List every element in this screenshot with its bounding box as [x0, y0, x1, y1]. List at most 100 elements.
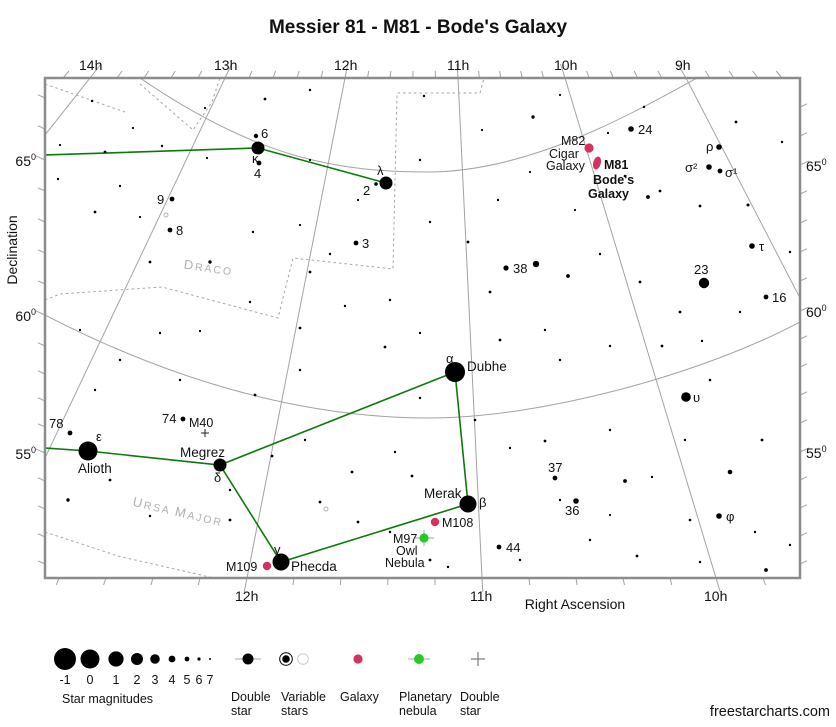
- variable-star-icon: [297, 653, 309, 665]
- field-star: [418, 158, 422, 162]
- field-star: [203, 106, 207, 110]
- star-designation-label: ρ: [706, 139, 713, 154]
- field-star: [623, 174, 627, 178]
- star: [681, 392, 691, 402]
- field-star: [228, 488, 232, 492]
- chart-border: [43, 76, 802, 580]
- star-designation-label: τ: [759, 239, 765, 254]
- ra-label-bottom: 12h: [235, 588, 258, 604]
- field-star: [788, 250, 792, 254]
- x-axis-title: Right Ascension: [525, 596, 625, 612]
- field-star: [356, 198, 360, 202]
- field-star: [727, 469, 733, 475]
- star-designation-label: 23: [694, 262, 708, 277]
- field-star: [350, 470, 354, 474]
- legend-magnitude-value: 1: [113, 673, 120, 687]
- field-star: [496, 198, 500, 202]
- tick: [35, 155, 46, 161]
- field-star: [228, 518, 232, 522]
- field-star: [388, 530, 392, 534]
- variable-star: [163, 212, 169, 218]
- field-star: [738, 310, 742, 314]
- field-star: [78, 328, 82, 332]
- constellation-boundaries: [46, 79, 485, 577]
- star: [496, 544, 502, 550]
- legend-magnitude-value: 5: [184, 673, 191, 687]
- field-star: [418, 331, 422, 335]
- star: [253, 133, 259, 139]
- field-star: [532, 260, 540, 268]
- star: [67, 430, 73, 436]
- dso-label-M82: Galaxy: [546, 159, 586, 173]
- field-star: [814, 182, 816, 184]
- field-star: [488, 290, 492, 294]
- field-star: [498, 338, 502, 342]
- field-star: [428, 220, 432, 224]
- star-designation-label: σ¹: [725, 165, 738, 180]
- field-star: [298, 368, 302, 372]
- field-star: [393, 450, 397, 454]
- dec-label: 600: [15, 307, 36, 324]
- legend-item-label: Planetary: [399, 690, 453, 704]
- field-star: [66, 498, 70, 502]
- star: [698, 277, 710, 289]
- star-designation-label: σ²: [685, 160, 698, 175]
- tick: [243, 577, 248, 593]
- star: [763, 294, 769, 300]
- legend-magnitude-dot: [209, 658, 211, 660]
- tick: [560, 63, 566, 79]
- star: [78, 441, 98, 461]
- declination-arc-1: [46, 314, 799, 419]
- field-star: [308, 158, 312, 162]
- field-star: [328, 252, 332, 256]
- legend-item-label: star: [231, 704, 252, 718]
- field-star: [303, 438, 307, 442]
- star: [749, 243, 755, 249]
- dec-label: 650: [806, 157, 827, 174]
- star: [379, 176, 393, 190]
- star-designation-label: 8: [176, 223, 183, 238]
- field-star: [108, 478, 112, 482]
- field-star: [566, 274, 570, 278]
- ra-label-top: 9h: [675, 57, 691, 73]
- tick: [344, 63, 349, 79]
- tick: [799, 306, 810, 312]
- dso-label-M40: M40: [189, 416, 213, 430]
- star: [251, 141, 265, 155]
- field-star: [90, 99, 94, 103]
- field-star: [608, 344, 612, 348]
- star-designation-label: 2: [363, 183, 370, 198]
- ra-label-bottom: 10h: [704, 588, 727, 604]
- planetary-nebula-icon: [414, 654, 424, 664]
- field-star: [543, 328, 547, 332]
- field-star: [518, 558, 522, 562]
- ra-label-top: 13h: [214, 57, 237, 73]
- ra-line-14h: [46, 79, 90, 135]
- star: [180, 416, 186, 422]
- tick: [35, 310, 46, 316]
- field-star: [118, 358, 122, 362]
- star: [272, 553, 290, 571]
- ra-line-11h: [457, 79, 483, 577]
- star: [353, 240, 359, 246]
- field-star: [466, 240, 470, 244]
- field-star: [93, 388, 97, 392]
- legend-item-label: star: [460, 704, 481, 718]
- star-designation-label: γ: [274, 542, 281, 557]
- dso-label-M108: M108: [442, 516, 473, 530]
- star-designation-label: λ: [377, 163, 384, 178]
- field-star: [308, 88, 312, 92]
- ra-label-top: 10h: [554, 57, 577, 73]
- field-star: [760, 438, 764, 442]
- star: [213, 458, 227, 472]
- star-designation-label: ε: [96, 429, 102, 444]
- field-star: [356, 520, 360, 524]
- field-star: [788, 543, 792, 547]
- tick: [35, 448, 46, 454]
- dso-label-M109: M109: [226, 560, 257, 574]
- legend-magnitude-dot: [80, 649, 100, 669]
- field-star: [608, 513, 612, 517]
- field-star: [698, 560, 702, 564]
